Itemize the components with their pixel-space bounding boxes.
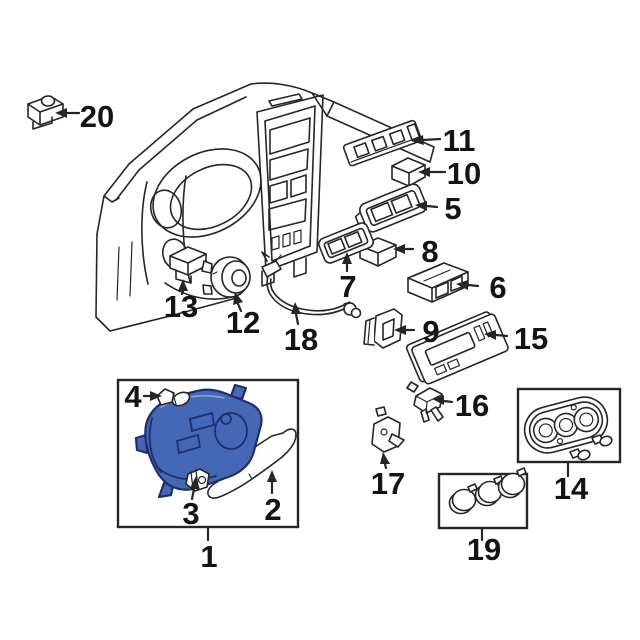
callout-label-16: 16 [455,388,489,423]
callout-label-7: 7 [339,269,356,304]
part-19-knob-3 [497,467,527,499]
callout-label-4: 4 [124,379,142,414]
callout-label-19: 19 [467,532,501,567]
callout-label-18: 18 [284,322,318,357]
part-18-cable [261,251,362,319]
callout-label-12: 12 [226,305,260,340]
part-7-switch-panel [318,222,374,264]
part-1-instrument-cluster [134,383,263,499]
callout-label-9: 9 [422,314,439,349]
part-12-ignition-switch [201,256,251,298]
callout-label-5: 5 [444,191,461,226]
climate-control-box [516,387,622,464]
part-17-lever-switch [371,406,405,453]
callout-labels: 20 11 10 5 8 7 6 9 15 16 13 12 18 17 14 … [80,99,589,574]
part-19-knob-1 [448,483,478,515]
callout-label-11: 11 [443,123,476,158]
callout-label-20: 20 [80,99,114,134]
climate-bulb-2 [569,448,591,461]
callout-label-3: 3 [182,496,199,531]
callout-label-10: 10 [447,156,481,191]
callout-label-8: 8 [421,234,438,269]
callout-label-14: 14 [554,471,589,506]
callout-label-6: 6 [489,270,506,305]
part-10-switch [391,157,426,187]
part-11-bezel-strip [342,119,422,167]
part-9-switch [363,308,403,349]
part-4-bulb [156,388,191,407]
part-16-sensor [406,381,444,423]
callout-label-15: 15 [514,321,548,356]
knob-kit-box [437,467,529,530]
cluster-box [116,378,300,529]
callout-label-17: 17 [371,466,405,501]
part-20-switch [27,95,64,130]
part-14-climate-panel [523,396,609,454]
callout-arrows [55,108,570,542]
climate-bulb-1 [591,434,613,447]
part-13-switch [169,246,207,284]
callout-label-1: 1 [200,539,217,574]
callout-label-2: 2 [264,492,281,527]
callout-label-13: 13 [164,289,198,324]
part-15-display-module [405,311,509,385]
